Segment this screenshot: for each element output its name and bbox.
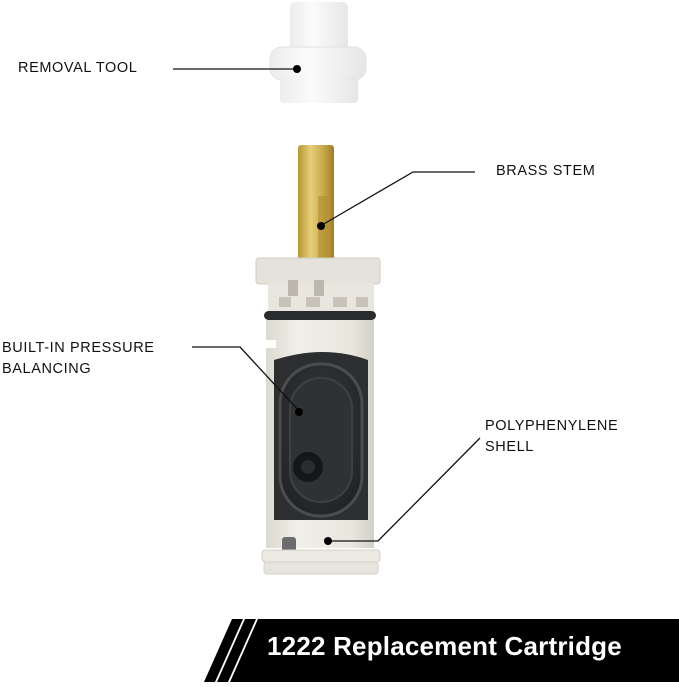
label-pressure-balancing-line2: BALANCING [2,361,92,377]
callout-dots [293,65,332,545]
banner-title: 1222 Replacement Cartridge [267,631,622,661]
label-pressure-balancing-line1: BUILT-IN PRESSURE [2,340,155,356]
removal-tool-part [269,2,367,103]
banner-slashes-icon [204,619,679,682]
brass-stem-part [298,145,334,263]
label-removal-tool: REMOVAL TOOL [18,60,138,76]
cartridge-body [255,257,381,575]
label-brass-stem: BRASS STEM [496,163,596,179]
callout-lines [173,68,481,542]
label-shell-line2: SHELL [485,439,534,455]
label-shell-line1: POLYPHENYLENE [485,418,619,434]
